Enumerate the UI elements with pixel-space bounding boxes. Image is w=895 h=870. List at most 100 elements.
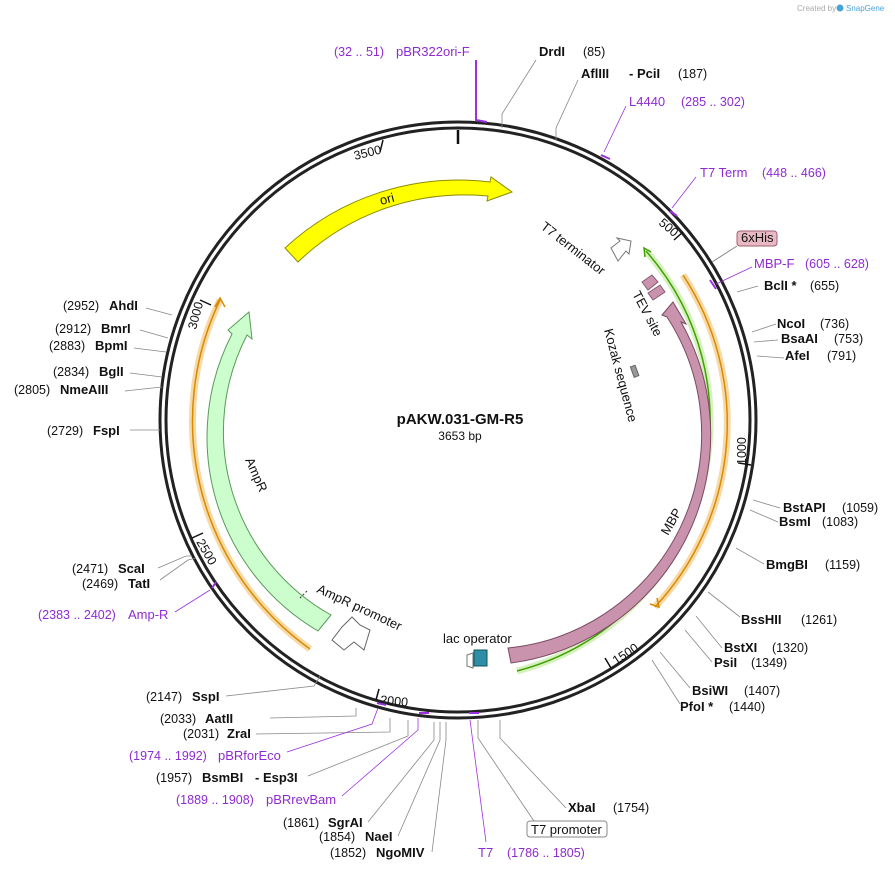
t7-promoter-label: T7 promoter <box>531 822 602 837</box>
site-afei[interactable]: AfeI <box>785 348 810 363</box>
site-aatii[interactable]: AatII <box>205 711 233 726</box>
lac-operator-feature[interactable] <box>473 649 488 667</box>
tick-label: 1500 <box>610 641 641 668</box>
site-pos: (1440) <box>729 700 765 714</box>
kozak-feature[interactable] <box>629 364 640 378</box>
leader-lines <box>124 59 785 853</box>
site-bsshii[interactable]: BssHII <box>741 612 781 627</box>
t7-terminator-feature[interactable] <box>610 237 632 262</box>
primer-t7[interactable]: T7 <box>478 845 493 860</box>
site-pos: (1754) <box>613 801 649 815</box>
tick-label: 1000 <box>735 437 749 465</box>
orf-orange-arrow <box>649 597 661 609</box>
ampr-orf-arrow <box>214 296 226 308</box>
site-bpmi[interactable]: BpmI <box>95 338 128 353</box>
site-pos: (2471) <box>72 562 108 576</box>
primer-range: (32 .. 51) <box>334 45 384 59</box>
site-pos: (1159) <box>825 558 860 572</box>
site-pos: (187) <box>678 67 707 81</box>
site-bsmi[interactable]: BsmI <box>779 514 811 529</box>
primer-pbrforeco[interactable]: pBRforEco <box>218 748 281 763</box>
site-ngomiv[interactable]: NgoMIV <box>376 845 425 860</box>
site-pos: (1059) <box>842 501 878 515</box>
site-bsaai[interactable]: BsaAI <box>781 331 818 346</box>
site-esp3i[interactable]: - Esp3I <box>255 770 298 785</box>
primer-range: (2383 .. 2402) <box>38 608 116 622</box>
site-bmri[interactable]: BmrI <box>101 321 131 336</box>
site-bsmbi[interactable]: BsmBI <box>202 770 243 785</box>
site-zrai[interactable]: ZraI <box>227 726 251 741</box>
ampr-promoter-feature[interactable] <box>331 616 371 651</box>
site-ncoi[interactable]: NcoI <box>777 316 805 331</box>
site-nmeaiii[interactable]: NmeAIII <box>60 382 108 397</box>
site-bmgbi[interactable]: BmgBI <box>766 557 808 572</box>
site-psii[interactable]: PsiI <box>714 655 737 670</box>
ampr-orf-line <box>191 299 311 650</box>
site-scai[interactable]: ScaI <box>118 561 145 576</box>
site-fspi[interactable]: FspI <box>93 423 120 438</box>
ampr-feature[interactable] <box>206 311 332 632</box>
site-bstapi[interactable]: BstAPI <box>783 500 826 515</box>
site-pos: (2883) <box>49 339 85 353</box>
backbone-inner <box>164 126 752 714</box>
primer-leaders <box>174 105 753 843</box>
site-pos: (1407) <box>744 684 780 698</box>
primer-l4440[interactable]: L4440 <box>629 94 665 109</box>
site-afliii[interactable]: AflIII <box>581 66 609 81</box>
site-bgli[interactable]: BglI <box>99 364 124 379</box>
site-pos: (2912) <box>55 322 91 336</box>
tick-label: 3000 <box>185 300 206 331</box>
site-xbai[interactable]: XbaI <box>568 800 595 815</box>
primer-pbr322ori-f[interactable]: pBR322ori-F <box>396 44 470 59</box>
mbp-feature[interactable] <box>507 301 712 664</box>
ampr-divider <box>299 590 308 599</box>
site-pos: (1349) <box>751 656 787 670</box>
tev-feature[interactable] <box>647 284 666 301</box>
primer-amp-r[interactable]: Amp-R <box>128 607 168 622</box>
backbone-outer <box>158 120 758 720</box>
tick-label: 2000 <box>380 693 409 709</box>
tick-marks <box>191 139 752 701</box>
primer-pbrrevbam[interactable]: pBRrevBam <box>266 792 336 807</box>
lac-operator-label: lac operator <box>443 631 512 646</box>
primer-range: (1974 .. 1992) <box>129 749 207 763</box>
site-bstxi[interactable]: BstXI <box>724 640 757 655</box>
t7-terminator-label: T7 terminator <box>538 219 609 279</box>
site-pos: (2834) <box>53 365 89 379</box>
his-feature[interactable] <box>641 274 659 291</box>
site-pos: (1320) <box>772 641 808 655</box>
site-pfoi[interactable]: PfoI * <box>680 699 714 714</box>
orf-orange-line <box>654 274 729 608</box>
ori-feature[interactable] <box>284 176 514 263</box>
site-pcii[interactable]: - PciI <box>629 66 660 81</box>
site-pos: (655) <box>810 279 839 293</box>
site-sgrai[interactable]: SgrAI <box>328 815 363 830</box>
t7-promoter-box[interactable] <box>526 820 608 838</box>
primer-range: (1786 .. 1805) <box>507 846 585 860</box>
site-ahdi[interactable]: AhdI <box>109 298 138 313</box>
site-tati[interactable]: TatI <box>128 576 150 591</box>
primer-range: (448 .. 466) <box>762 166 826 180</box>
site-bsiwi[interactable]: BsiWI <box>692 683 728 698</box>
site-pos: (2147) <box>146 690 182 704</box>
ampr-label: AmpR <box>242 455 270 494</box>
lac-arrow <box>466 652 474 669</box>
site-pos: (85) <box>583 45 605 59</box>
site-pos: (1083) <box>822 515 858 529</box>
brand-text: SnapGene <box>846 4 885 13</box>
primer-mbp-f[interactable]: MBP-F <box>754 256 795 271</box>
primer-t7-term[interactable]: T7 Term <box>700 165 747 180</box>
primer-range: (605 .. 628) <box>805 257 869 271</box>
tick-label: 3500 <box>352 143 382 163</box>
site-pos: (2469) <box>82 577 118 591</box>
site-pos: (2031) <box>183 727 219 741</box>
site-bcli[interactable]: BclI * <box>764 278 797 293</box>
his-tag-label: 6xHis <box>741 230 774 245</box>
site-drdi[interactable]: DrdI <box>539 44 565 59</box>
site-naei[interactable]: NaeI <box>365 829 392 844</box>
site-pos: (2952) <box>63 299 99 313</box>
site-sspi[interactable]: SspI <box>192 689 219 704</box>
his-tag-box[interactable] <box>736 230 778 247</box>
plasmid-name: pAKW.031-GM-R5 <box>397 411 524 428</box>
